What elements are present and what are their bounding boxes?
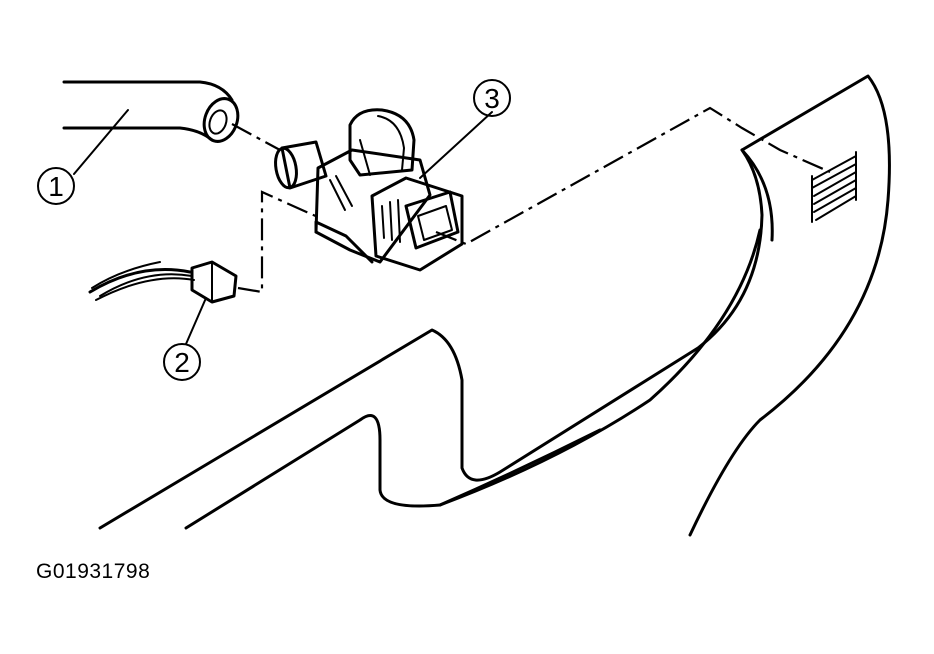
callout-1-label: 1 <box>48 171 64 202</box>
hose <box>62 80 240 143</box>
callout-3-label: 3 <box>484 83 500 114</box>
callout-2-label: 2 <box>174 347 190 378</box>
solenoid-valve <box>274 108 464 272</box>
callout-2: 2 <box>163 343 201 381</box>
vent-grille <box>811 151 857 223</box>
figure-id: G01931798 <box>36 560 151 583</box>
callout-3: 3 <box>473 79 511 117</box>
wire-harness <box>88 260 238 304</box>
alignment-lines <box>231 106 831 294</box>
leader-lines <box>73 109 493 345</box>
body-panel <box>98 74 891 537</box>
callout-1: 1 <box>37 167 75 205</box>
